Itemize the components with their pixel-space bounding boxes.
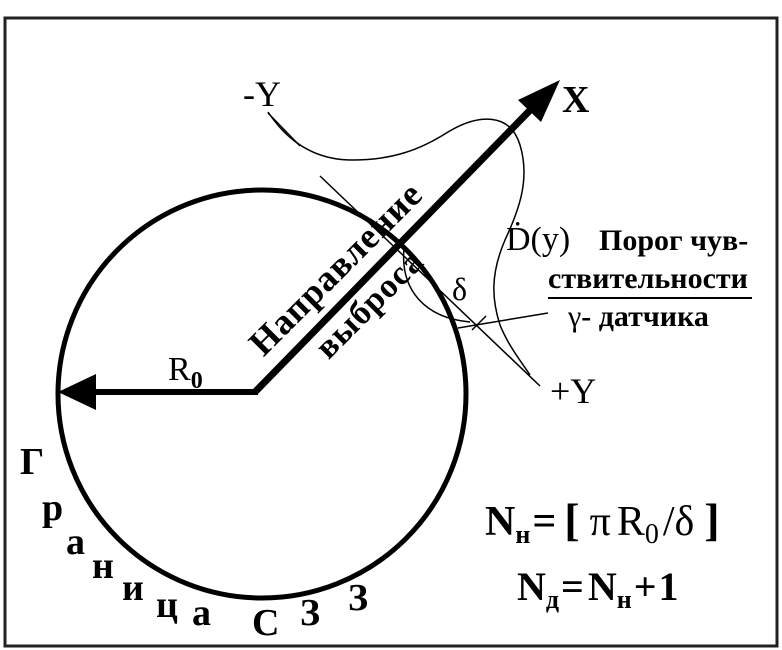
threshold-label-line1: Порог чув- xyxy=(599,224,748,257)
dose-curve xyxy=(267,111,531,376)
radius-label: R0 xyxy=(168,351,203,394)
x-axis-label: X xyxy=(562,79,589,121)
delta-label: δ xyxy=(452,271,467,307)
x-axis-arrowhead xyxy=(518,80,560,122)
threshold-label-line3: γ- датчика xyxy=(567,300,709,333)
boundary-letter-2: р xyxy=(42,487,63,529)
boundary-letter-1: Г xyxy=(20,441,44,483)
boundary-letter-3: а xyxy=(66,521,85,563)
boundary-letter-4: н xyxy=(92,545,114,587)
dose-function-label: Ḋ(y) xyxy=(506,221,570,258)
boundary-letter-7: а xyxy=(192,592,211,634)
boundary-letter-6: ц xyxy=(156,584,178,626)
frame-border xyxy=(3,16,779,648)
pos-y-label: +Y xyxy=(550,371,596,411)
delta-arc xyxy=(402,247,471,323)
neg-y-label: -Y xyxy=(243,74,281,114)
threshold-line xyxy=(457,312,549,329)
radius-arrowhead xyxy=(58,374,96,410)
x-axis-arrow xyxy=(252,97,543,395)
boundary-letter-5: и xyxy=(122,567,144,609)
threshold-mark-a xyxy=(471,315,487,331)
y-axis-line xyxy=(319,175,541,387)
sanitary-zone-circle xyxy=(55,187,469,601)
boundary-letter-10: З xyxy=(348,577,368,619)
boundary-letter-9: З xyxy=(300,592,320,634)
threshold-label-line2: ствительности xyxy=(548,262,748,295)
boundary-letter-8: С xyxy=(252,602,279,644)
formula-nd: Nд=Nн+1 xyxy=(517,564,679,614)
